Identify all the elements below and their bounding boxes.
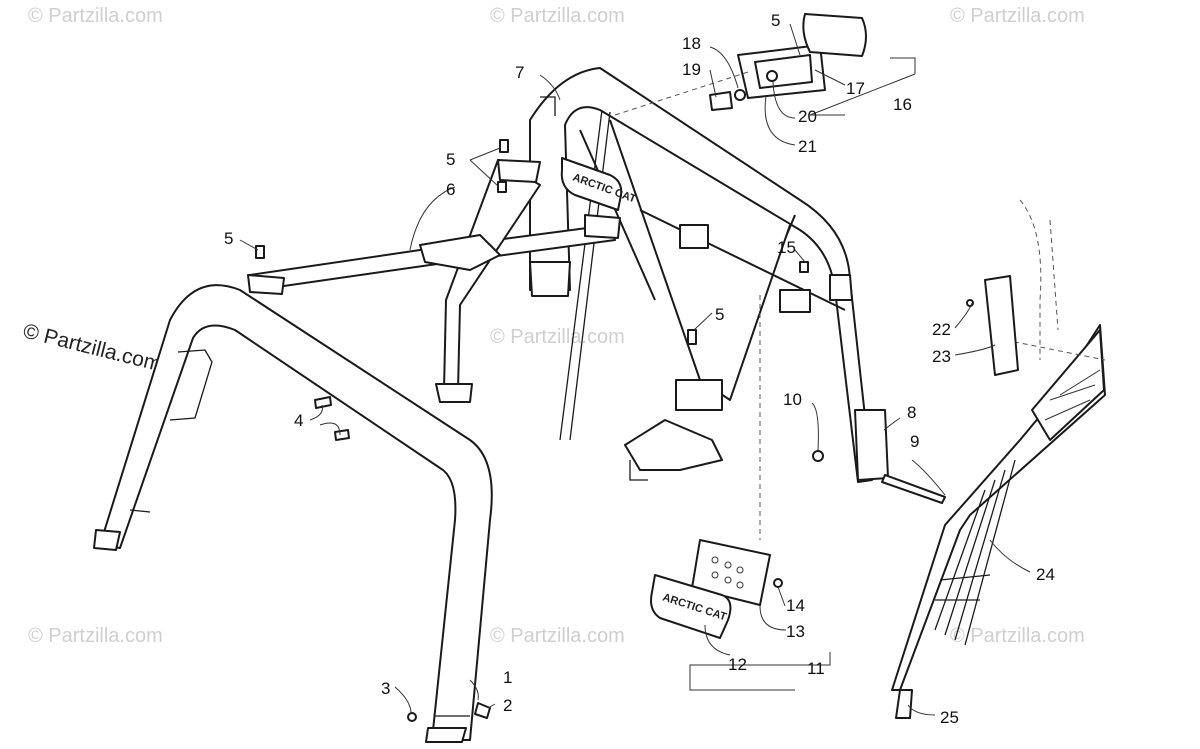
callout-24: 24 xyxy=(1036,565,1055,584)
callout-15: 15 xyxy=(777,238,796,257)
watermark-bottom-center: © Partzilla.com xyxy=(490,625,625,647)
watermark-bottom-left: © Partzilla.com xyxy=(28,625,163,647)
fasteners xyxy=(255,139,809,722)
watermark-bottom-right: © Partzilla.com xyxy=(950,625,1085,647)
callout-25: 25 xyxy=(940,708,959,727)
front-roll-bar xyxy=(93,284,493,743)
lower-bracket xyxy=(624,419,723,481)
rear-roll-bar xyxy=(529,67,889,483)
callout-20: 20 xyxy=(798,107,817,126)
side-net xyxy=(891,324,1106,719)
bolt-and-nut xyxy=(812,450,946,504)
callout-11: 11 xyxy=(807,659,825,678)
callout-18: 18 xyxy=(682,34,701,53)
tail-light-assembly xyxy=(614,13,867,116)
cross-brace xyxy=(247,159,621,403)
callout-7: 7 xyxy=(515,63,524,82)
watermark-top-left: © Partzilla.com xyxy=(28,5,163,27)
callout-3: 3 xyxy=(381,679,390,698)
callout-22: 22 xyxy=(932,320,951,339)
callout-5-rear: 5 xyxy=(715,305,724,324)
callout-labels: 1 2 3 4 5 5 5 5 6 7 8 9 10 11 12 13 14 1… xyxy=(224,11,1055,727)
callout-1: 1 xyxy=(503,668,512,687)
callout-5-left: 5 xyxy=(224,229,233,248)
callout-10: 10 xyxy=(783,390,802,409)
net-clip xyxy=(966,199,1059,376)
callout-21: 21 xyxy=(798,137,817,156)
callout-2: 2 xyxy=(503,696,512,715)
side-reflector-assembly: ARCTIC CAT xyxy=(650,295,783,639)
callout-8: 8 xyxy=(907,403,916,422)
watermark-top-right: © Partzilla.com xyxy=(950,5,1085,27)
callout-9: 9 xyxy=(910,432,919,451)
callout-5-cross-brace: 5 xyxy=(446,150,455,169)
callout-17: 17 xyxy=(846,79,865,98)
watermark-top-center: © Partzilla.com xyxy=(490,5,625,27)
callout-12: 12 xyxy=(728,655,747,674)
callout-19: 19 xyxy=(682,60,701,79)
callout-4: 4 xyxy=(294,411,303,430)
watermark-dark: © Partzilla.com xyxy=(21,320,164,377)
callout-14: 14 xyxy=(786,596,805,615)
callout-23: 23 xyxy=(932,347,951,366)
leader-lines xyxy=(239,23,1031,716)
callout-6: 6 xyxy=(446,180,455,199)
callout-16: 16 xyxy=(893,95,912,114)
callout-5-tail-light: 5 xyxy=(771,11,780,30)
callout-13: 13 xyxy=(786,622,805,641)
watermark-middle: © Partzilla.com xyxy=(490,326,625,348)
